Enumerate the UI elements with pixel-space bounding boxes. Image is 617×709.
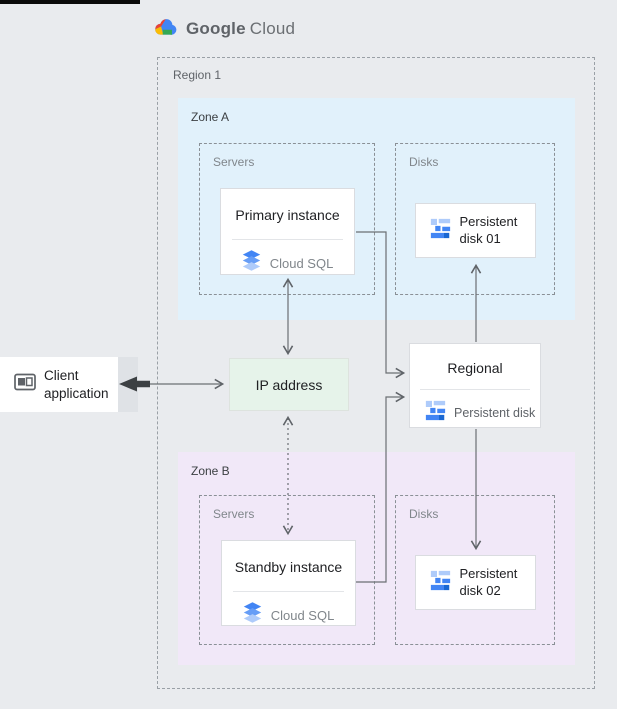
zone-a-disks-group: Disks	[395, 143, 555, 295]
primary-instance-title: Primary instance	[235, 207, 340, 223]
regional-product-label: Persistent disk	[454, 406, 536, 420]
disk02-label: Persistent disk 02	[459, 566, 518, 598]
region-label: Region 1	[173, 68, 222, 82]
client-card-edge	[118, 357, 138, 412]
persistent-disk-01-card: Persistent disk 01	[415, 203, 536, 258]
client-application-card: Client application	[0, 357, 118, 412]
client-app-icon	[14, 373, 36, 396]
primary-instance-card: Primary instance Cloud SQL	[220, 188, 355, 275]
standby-instance-title: Standby instance	[234, 559, 343, 575]
primary-product-label: Cloud SQL	[269, 255, 334, 271]
card-divider	[233, 591, 344, 592]
persistent-disk-icon	[430, 217, 451, 245]
standby-instance-card: Standby instance Cloud SQL	[221, 540, 356, 626]
disk01-label: Persistent disk 01	[459, 214, 518, 246]
google-cloud-logo-icon	[153, 16, 179, 42]
cloud-sql-icon	[242, 250, 261, 276]
zone-a-disks-label: Disks	[409, 155, 439, 169]
ip-address-box: IP address	[229, 358, 349, 411]
persistent-disk-icon	[430, 569, 451, 597]
regional-disk-card: Regional Persistent disk	[409, 343, 541, 428]
regional-title: Regional	[447, 360, 503, 376]
card-divider	[420, 389, 530, 390]
ip-address-label: IP address	[255, 376, 323, 393]
card-divider	[232, 239, 343, 240]
standby-product-label: Cloud SQL	[270, 607, 335, 623]
cloud-sql-icon	[243, 602, 262, 628]
persistent-disk-icon	[425, 399, 446, 427]
region-container	[157, 57, 595, 689]
persistent-disk-02-card: Persistent disk 02	[415, 555, 536, 610]
top-black-bar	[0, 0, 140, 4]
zone-b-servers-label: Servers	[213, 507, 255, 521]
zone-b-disks-label: Disks	[409, 507, 439, 521]
zone-b-label: Zone B	[191, 464, 230, 478]
zone-a-servers-label: Servers	[213, 155, 255, 169]
client-application-label: Client application	[44, 367, 109, 401]
zone-a-label: Zone A	[191, 110, 230, 124]
